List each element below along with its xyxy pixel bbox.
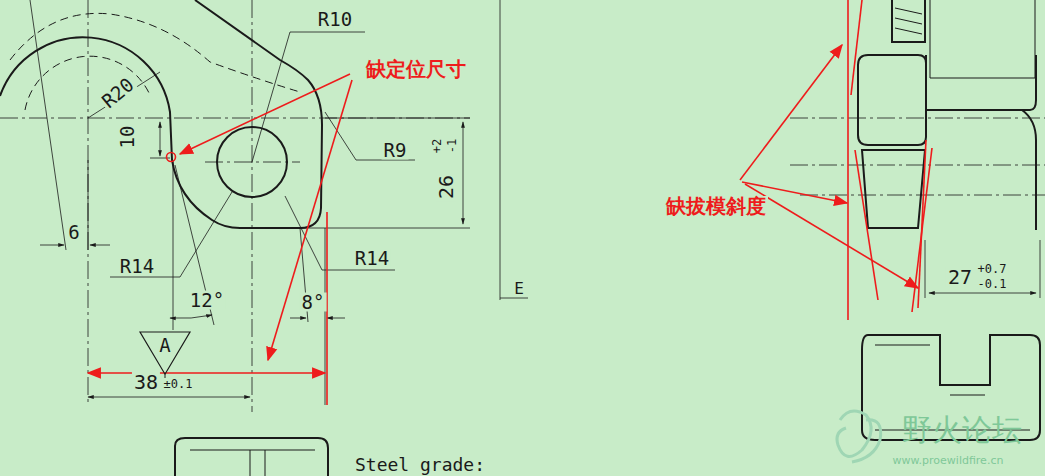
dimension-text: +2	[431, 137, 443, 155]
dimension-text: R14	[118, 257, 156, 276]
dimension-text: R14	[353, 249, 391, 268]
watermark-logo	[837, 411, 871, 456]
part-outline	[175, 438, 328, 476]
dimension-text: Steel grade:	[353, 456, 487, 474]
dimension-text: 10	[118, 124, 137, 151]
center-line	[0, 0, 1045, 412]
dimension-line	[500, 0, 501, 300]
dimension-line	[88, 397, 250, 398]
dimension-line	[290, 318, 306, 319]
dimension-text: 12°	[188, 291, 226, 310]
markup-line	[855, 150, 878, 300]
dimension-line	[327, 318, 345, 319]
side-view	[926, 55, 1036, 110]
dimension-text: +0.7	[976, 263, 1009, 275]
center-line	[790, 165, 1045, 166]
dimension-text: R20	[97, 73, 139, 112]
center-line	[88, 0, 89, 402]
hidden-line	[10, 13, 300, 110]
markup-line	[745, 184, 918, 288]
side-view	[862, 150, 925, 228]
dimension-line	[110, 192, 232, 277]
markup-line	[918, 140, 926, 308]
hidden-line	[10, 13, 300, 92]
dimension-line	[285, 196, 395, 270]
dimension-line	[325, 112, 415, 160]
dimension-line	[30, 0, 1040, 405]
markup-line	[740, 45, 842, 180]
watermark-logo	[837, 411, 881, 462]
part-outline	[0, 0, 322, 228]
markup-line	[88, 0, 932, 405]
dimension-text: -0.1	[976, 278, 1009, 290]
markup-line	[167, 153, 176, 162]
watermark-logo	[852, 420, 881, 462]
dimension-text: 8°	[300, 293, 327, 312]
datum-letter: A	[139, 331, 191, 355]
dimension-line	[929, 293, 1036, 294]
dimension-line	[500, 298, 528, 299]
side-view	[858, 0, 1040, 440]
dimension-line	[325, 118, 470, 119]
watermark-text: www.proewildfire.cn	[891, 455, 1006, 466]
watermark-text: 野火论坛	[900, 415, 1024, 445]
side-view	[858, 55, 926, 145]
dimension-text: 26	[436, 173, 456, 201]
side-view	[1022, 110, 1036, 230]
dimension-line	[90, 245, 110, 246]
dimension-line	[88, 160, 89, 250]
dimension-text: R9	[382, 141, 409, 160]
markup-line	[847, 0, 849, 320]
dimension-line	[40, 245, 64, 246]
dimension-line	[160, 122, 161, 156]
center-line	[252, 0, 253, 412]
dimension-line	[325, 228, 326, 405]
center-line	[0, 118, 470, 119]
markup-line	[180, 74, 350, 154]
part-outline	[190, 450, 315, 476]
dimension-line	[265, 228, 470, 229]
side-view	[930, 0, 1035, 78]
dimension-line	[252, 32, 365, 162]
side-view	[895, 8, 922, 34]
dimension-text: 6	[66, 223, 81, 242]
markup-line	[268, 80, 352, 360]
datum-triangle: A	[139, 331, 191, 375]
annotation-note: 缺拔模斜度	[664, 196, 768, 216]
center-line	[790, 118, 1045, 119]
dimension-line	[925, 240, 1040, 298]
dimension-line	[463, 122, 464, 224]
dimension-line	[173, 160, 174, 330]
dimension-line	[88, 72, 160, 118]
dimension-line	[170, 315, 212, 318]
center-line	[800, 195, 1045, 196]
markup-line	[851, 0, 862, 95]
dimension-text: R10	[316, 10, 354, 29]
dimension-text: 38	[132, 372, 160, 392]
annotation-note: 缺定位尺寸	[364, 59, 468, 79]
dimension-text: ±0.1	[162, 378, 195, 390]
dimension-text: -1	[446, 137, 458, 155]
markup-line	[88, 372, 325, 374]
dimension-text: E	[512, 281, 526, 297]
side-view	[892, 0, 925, 42]
dimension-line	[30, 0, 66, 250]
dimension-text: 27	[946, 267, 974, 287]
